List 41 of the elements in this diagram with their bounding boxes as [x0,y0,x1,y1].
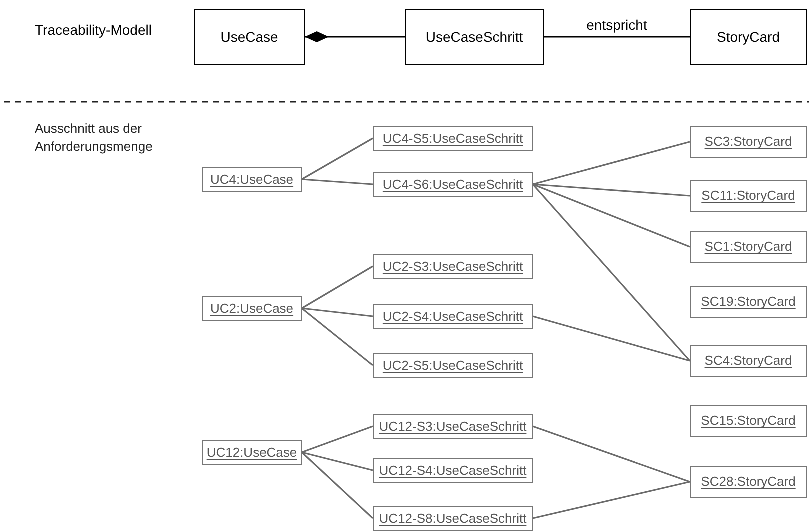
connector-line [532,184,690,248]
object-box: UC4-S6:UseCaseSchritt [373,172,533,197]
section-label: Traceability-Modell [35,21,152,40]
object-box: SC4:StoryCard [690,345,807,377]
connector-line [305,32,405,42]
object-box: SC19:StoryCard [690,286,807,318]
connector-line [302,178,374,186]
object-box: SC11:StoryCard [690,180,807,212]
object-box: UC12-S8:UseCaseSchritt [373,506,533,531]
object-box: UC12:UseCase [202,440,302,465]
connector-line [302,452,374,472]
connector-line [532,141,690,186]
object-box: SC1:StoryCard [690,231,807,263]
class-box: StoryCard [690,9,807,65]
object-box: UC12-S4:UseCaseSchritt [373,458,533,483]
connector-line [532,426,690,483]
object-box: UC2-S5:UseCaseSchritt [373,353,533,378]
connector-line [544,36,690,38]
connector-line [302,138,374,180]
object-box: SC28:StoryCard [690,466,807,498]
connector-line [532,316,690,362]
class-box: UseCaseSchritt [405,9,544,65]
edge-label: entspricht [586,17,648,33]
connector-line [301,452,374,520]
section-label: Ausschnitt aus der Anforderungsmenge [35,120,154,156]
connector-line [302,308,374,366]
connector-line [532,184,691,362]
object-box: UC4:UseCase [202,167,302,192]
object-box: UC12-S3:UseCaseSchritt [373,414,533,439]
connector-line [532,184,690,197]
object-box: SC15:StoryCard [690,405,807,437]
connector-line [532,481,690,520]
object-box: UC2:UseCase [202,296,302,321]
connector-line [302,308,374,318]
class-box: UseCase [194,9,305,65]
connector-line [302,426,374,454]
connector-line [302,266,374,310]
object-box: UC4-S5:UseCaseSchritt [373,126,533,151]
object-box: UC2-S4:UseCaseSchritt [373,304,533,329]
object-box: UC2-S3:UseCaseSchritt [373,254,533,279]
object-box: SC3:StoryCard [690,126,807,158]
